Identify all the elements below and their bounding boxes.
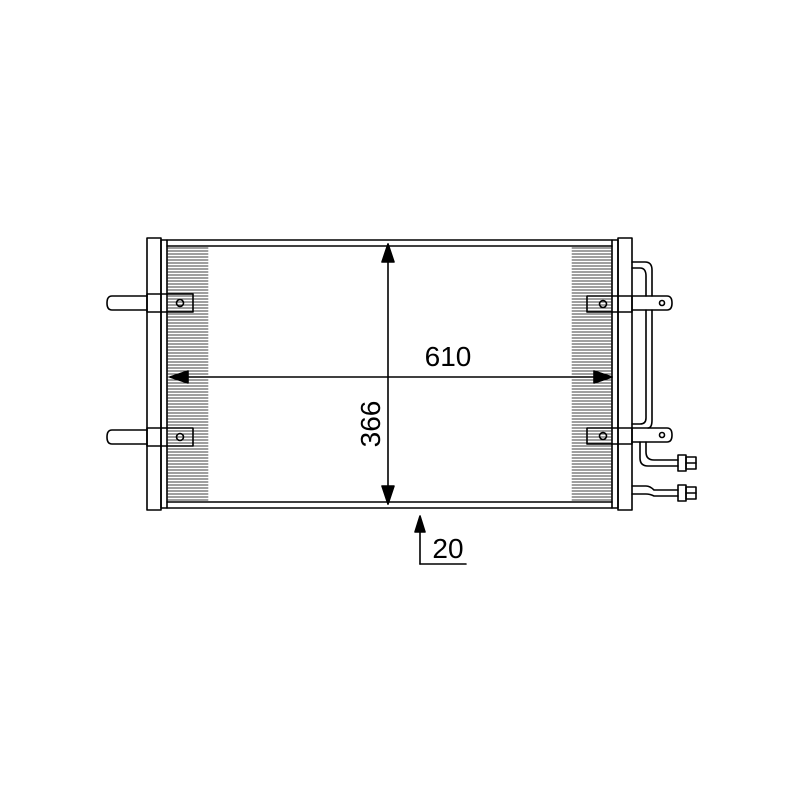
fins-left xyxy=(167,247,209,501)
right-tank xyxy=(611,237,633,511)
bracket-right-lower xyxy=(586,427,673,445)
bracket-left-lower xyxy=(106,427,194,447)
height-dimension xyxy=(381,243,395,505)
bracket-left-upper xyxy=(106,293,194,313)
depth-label: 20 xyxy=(432,533,463,564)
width-dimension xyxy=(169,370,613,384)
width-label: 610 xyxy=(425,341,472,372)
core xyxy=(166,239,613,509)
fins-right xyxy=(571,247,612,501)
bracket-right-upper xyxy=(586,295,673,313)
left-tank xyxy=(146,237,168,511)
depth-indicator xyxy=(414,515,467,565)
fitting-upper xyxy=(677,454,697,472)
fitting-lower xyxy=(677,484,697,502)
height-label: 366 xyxy=(355,401,386,448)
refrigerant-pipes xyxy=(631,261,679,497)
